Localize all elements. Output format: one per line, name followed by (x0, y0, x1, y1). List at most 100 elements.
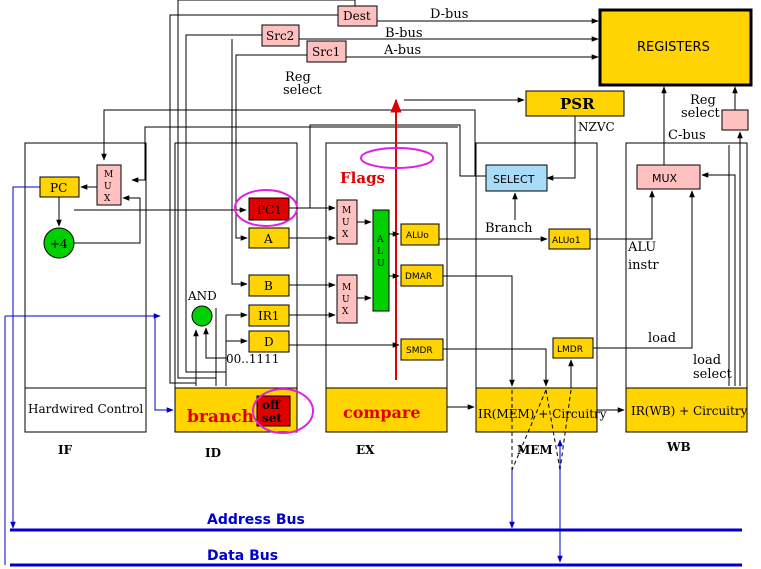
aluo-label: ALUo (406, 231, 429, 241)
pc1-box (248, 197, 290, 221)
alu-instr-2: instr (628, 258, 659, 273)
aluo-box (400, 223, 440, 246)
stage-label-id: ID (205, 446, 221, 460)
dest-box (337, 5, 378, 27)
address-bus-label: Address Bus (207, 512, 305, 528)
pc-to-address-bus (10, 186, 40, 529)
psr-label: PSR (560, 95, 595, 113)
and-label: AND (187, 289, 217, 303)
ir-wb-label: IR(WB) + Circuitry (631, 404, 748, 418)
and-gate (191, 305, 213, 327)
const-wire (203, 327, 226, 359)
d-label: D (264, 335, 274, 349)
flags-label: Flags (340, 169, 385, 187)
ir1-label: IR1 (258, 309, 279, 323)
alu-l: L (377, 247, 383, 257)
d-box (248, 330, 290, 353)
pc-label: PC (50, 181, 67, 195)
branch-flag-label: Branch (485, 221, 533, 236)
offset-label-2: set (262, 411, 282, 425)
psr-to-select (546, 116, 576, 181)
src2-label: Src2 (266, 29, 294, 43)
pc1-to-psr-select (297, 124, 486, 209)
smdr-label: SMDR (406, 346, 433, 356)
flags-highlight (360, 147, 434, 169)
lmdr-to-wb-mux (593, 190, 695, 349)
load-select-wire (701, 172, 736, 386)
plus4-label: +4 (50, 237, 68, 251)
wb-mux-label: MUX (652, 172, 678, 185)
load-select-1: load (693, 353, 721, 368)
compare-label: compare (343, 403, 421, 422)
alu-box (372, 209, 390, 312)
registers-box (598, 8, 753, 87)
adder-to-mux (74, 195, 141, 244)
alu-instr-1: ALU (627, 240, 656, 255)
if-mux-feed (131, 126, 458, 183)
offset-highlight (252, 388, 314, 434)
reg-select-label-2: select (283, 83, 322, 98)
ex-mux1-u: U (342, 218, 350, 228)
alu-a: A (376, 235, 384, 245)
ex-mux1-m: M (342, 206, 351, 216)
ex-control-box (325, 387, 448, 433)
ir-mem-label: IR(MEM) + Circuitry (478, 407, 607, 421)
load-label: load (648, 331, 676, 346)
ir-to-branch (5, 315, 174, 413)
wb-mux-box (636, 164, 701, 190)
load-select-2: select (693, 367, 732, 382)
d-bus-label: D-bus (430, 7, 468, 22)
ex-mux2-m: M (342, 283, 351, 293)
dmar-label: DMAR (405, 272, 432, 282)
stage-label-ex: EX (356, 443, 375, 457)
reg-select-label-1: Reg (285, 70, 311, 85)
aluo1-to-wb-mux (590, 190, 655, 240)
if-mux-u: U (104, 182, 112, 192)
branch-label: branch (187, 407, 254, 427)
select-box (485, 164, 548, 192)
dest-wire-2 (177, 0, 356, 386)
hardwired-control-box (24, 387, 147, 433)
stage-label-wb: WB (666, 440, 691, 454)
b-bus-label: B-bus (385, 26, 423, 41)
mem-dash-2 (511, 389, 547, 471)
if-mux-box (96, 164, 122, 206)
registers-label: REGISTERS (637, 40, 710, 55)
reg-select-wb-1: Reg (690, 93, 716, 108)
hardwired-control-label: Hardwired Control (28, 402, 143, 416)
offset-label-1: off (262, 398, 281, 412)
reg-select-box (721, 109, 749, 131)
wb-control-box (625, 387, 748, 433)
pc1-label: PC1 (257, 203, 282, 217)
src1-box (306, 40, 347, 63)
c-bus-label: C-bus (668, 128, 706, 143)
psr-box (525, 90, 625, 117)
mem-control-box (475, 387, 598, 433)
lmdr-label: LMDR (557, 345, 583, 355)
a-bus-label: A-bus (383, 43, 421, 58)
aluo1-label: ALUo1 (552, 236, 581, 246)
ex-mux1-x: X (342, 230, 349, 240)
alu-u: U (377, 259, 385, 269)
offset-box (256, 395, 291, 427)
const-label: 00..1111 (226, 352, 279, 366)
ex-mux2-u: U (342, 295, 350, 305)
src2-wire (185, 34, 262, 386)
stage-label-if: IF (58, 443, 73, 457)
smdr-to-data (443, 348, 549, 387)
dest-label: Dest (343, 9, 371, 23)
a-label: A (263, 232, 273, 246)
if-mux-m: M (104, 170, 113, 180)
select-label: SELECT (493, 173, 535, 186)
src1-wire (235, 54, 307, 241)
stage-label-mem: MEM (517, 443, 553, 457)
ex-mux2-x: X (342, 307, 349, 317)
reg-select-wb-2: select (681, 106, 720, 121)
nzvc-label: NZVC (578, 120, 615, 134)
ex-mux2-box (336, 274, 358, 324)
dmar-to-address (443, 275, 515, 387)
src1-label: Src1 (312, 45, 340, 59)
data-bus-label: Data Bus (207, 548, 278, 564)
